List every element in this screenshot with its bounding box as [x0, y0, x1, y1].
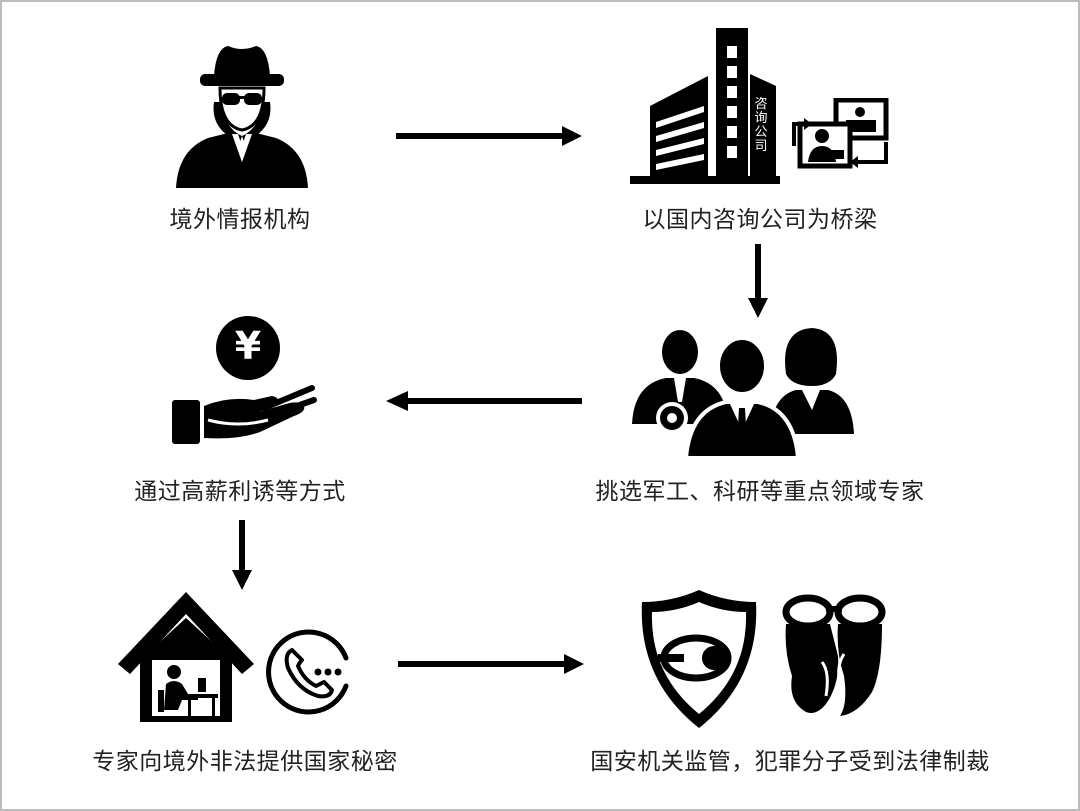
- step-label-leak-secrets: 专家向境外非法提供国家秘密: [92, 749, 398, 775]
- step-label-consulting-bridge: 以国内咨询公司为桥梁: [642, 207, 878, 233]
- arrow-down-icon: [748, 244, 768, 318]
- step-label-foreign-intelligence: 境外情报机构: [169, 207, 311, 233]
- security-shield-eye-icon: [641, 590, 757, 728]
- arrow-right-icon: [396, 126, 582, 146]
- handcuffed-hands-icon: [782, 594, 886, 716]
- step-label-lure-high-salary: 通过高薪利诱等方式: [134, 479, 346, 505]
- step-label-legal-punishment: 国安机关监管，犯罪分子受到法律制裁: [590, 749, 990, 775]
- step-label-select-experts: 挑选军工、科研等重点领域专家: [595, 479, 925, 505]
- arrow-left-icon: [386, 391, 582, 411]
- phone-call-icon: [266, 629, 349, 715]
- arrow-right-icon: [398, 654, 584, 674]
- expert-group-icon: [632, 328, 854, 458]
- yuan-money-hand-icon: [172, 316, 317, 444]
- arrow-down-icon: [232, 520, 252, 590]
- building-sign: 咨询公司: [754, 97, 768, 154]
- yuan-symbol: ¥: [234, 324, 262, 368]
- consulting-company-building-icon: [630, 28, 780, 184]
- spy-icon: [176, 46, 308, 188]
- home-office-icon: [118, 592, 254, 722]
- video-conference-icon: [792, 98, 889, 169]
